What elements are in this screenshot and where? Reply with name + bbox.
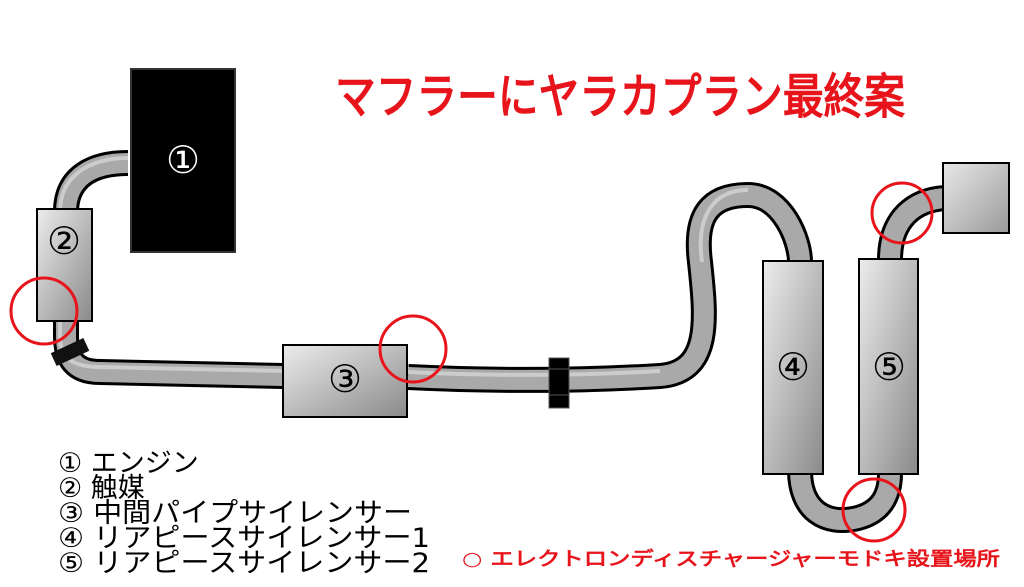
marker-rear-connector — [841, 477, 907, 543]
pipe-clamp-2 — [548, 357, 570, 409]
legend: ① エンジン ② 触媒 ③ 中間パイプサイレンサー ④ リアピースサイレンサー1… — [58, 448, 430, 579]
install-location-note: ○ エレクトロンディスチャージャーモドキ設置場所 — [462, 547, 1000, 570]
rear-silencer-1-number: ④ — [776, 345, 810, 389]
marker-catalyst-outlet — [9, 276, 79, 346]
install-markers — [9, 181, 934, 543]
rear-silencer-2-box — [858, 258, 919, 475]
legend-item: ① エンジン — [58, 448, 199, 479]
rear-silencer-2-number: ⑤ — [872, 345, 906, 389]
legend-item: ② 触媒 — [58, 473, 145, 504]
marker-tailpipe-inlet — [870, 181, 934, 245]
engine-block — [130, 68, 236, 253]
legend-item: ③ 中間パイプサイレンサー — [58, 498, 412, 529]
marker-center-silencer-outlet — [378, 314, 448, 384]
rear-silencer-1-box — [762, 260, 824, 475]
engine-number: ① — [166, 138, 200, 182]
pipe-clamp-1 — [50, 338, 90, 366]
legend-item: ④ リアピースサイレンサー1 — [58, 523, 430, 554]
legend-item: ⑤ リアピースサイレンサー2 — [58, 548, 430, 579]
center-silencer-box — [282, 344, 408, 418]
diagram-title: マフラーにヤラカプラン最終案 — [335, 69, 906, 125]
catalyst-box — [36, 208, 93, 322]
catalyst-number: ② — [47, 219, 81, 263]
center-silencer-number: ③ — [328, 357, 362, 401]
tailpipe-box — [942, 162, 1010, 234]
